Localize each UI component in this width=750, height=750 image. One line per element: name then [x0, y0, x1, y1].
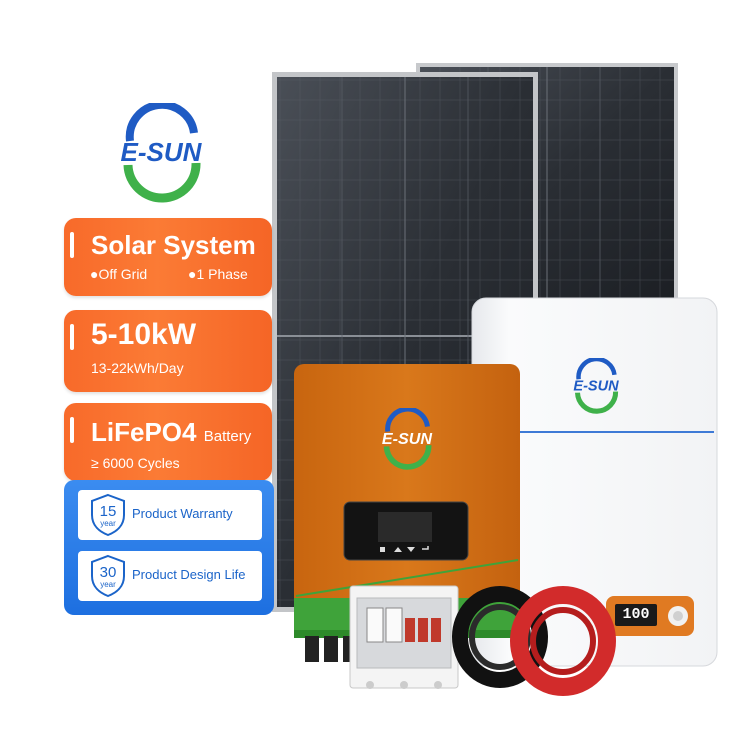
- warranty-label: Product Warranty: [132, 506, 233, 521]
- card-accent: [70, 324, 74, 350]
- battery-logo: E-SUN: [573, 358, 619, 414]
- red-pv-cable: [510, 586, 616, 696]
- card-heading-main: LiFePO4: [91, 417, 197, 447]
- card-sub-left: ●Off Grid: [90, 266, 148, 282]
- brand-logo-text: E-SUN: [121, 137, 203, 167]
- warranty-label: Product Design Life: [132, 567, 246, 582]
- card-battery: LiFePO4 Battery ≥ 6000 Cycles: [64, 403, 272, 481]
- warranty-years: 30: [100, 564, 117, 581]
- warranty-years: 15: [100, 503, 117, 520]
- battery-display-value: 100: [622, 606, 650, 623]
- card-power: 5-10kW 13-22kWh/Day: [64, 310, 272, 392]
- inverter-logo: E-SUN: [382, 408, 432, 470]
- warranty-row: 15 year Product Warranty: [78, 490, 262, 540]
- card-accent: [70, 417, 74, 443]
- inverter-logo-text: E-SUN: [382, 430, 432, 448]
- card-sub: ≥ 6000 Cycles: [91, 455, 180, 471]
- pv-combiner-box: [349, 585, 459, 689]
- card-heading: Solar System: [91, 230, 256, 260]
- shield-icon: 15 year: [91, 493, 125, 537]
- shield-icon: 30 year: [91, 554, 125, 598]
- card-heading: 5-10kW: [91, 318, 197, 351]
- warranty-unit: year: [100, 580, 116, 589]
- card-sub: 13-22kWh/Day: [91, 360, 184, 376]
- card-heading-suffix: Battery: [203, 428, 252, 445]
- lithium-battery: [471, 297, 718, 667]
- warranty-unit: year: [100, 519, 116, 528]
- card-sub-right: ●1 Phase: [188, 266, 248, 282]
- card-solar-system: Solar System ●Off Grid ●1 Phase: [64, 218, 272, 296]
- card-accent: [70, 232, 74, 258]
- battery-logo-text: E-SUN: [573, 378, 619, 394]
- warranty-row: 30 year Product Design Life: [78, 551, 262, 601]
- brand-logo: E-SUN: [121, 103, 203, 203]
- card-heading: LiFePO4 Battery: [91, 417, 251, 448]
